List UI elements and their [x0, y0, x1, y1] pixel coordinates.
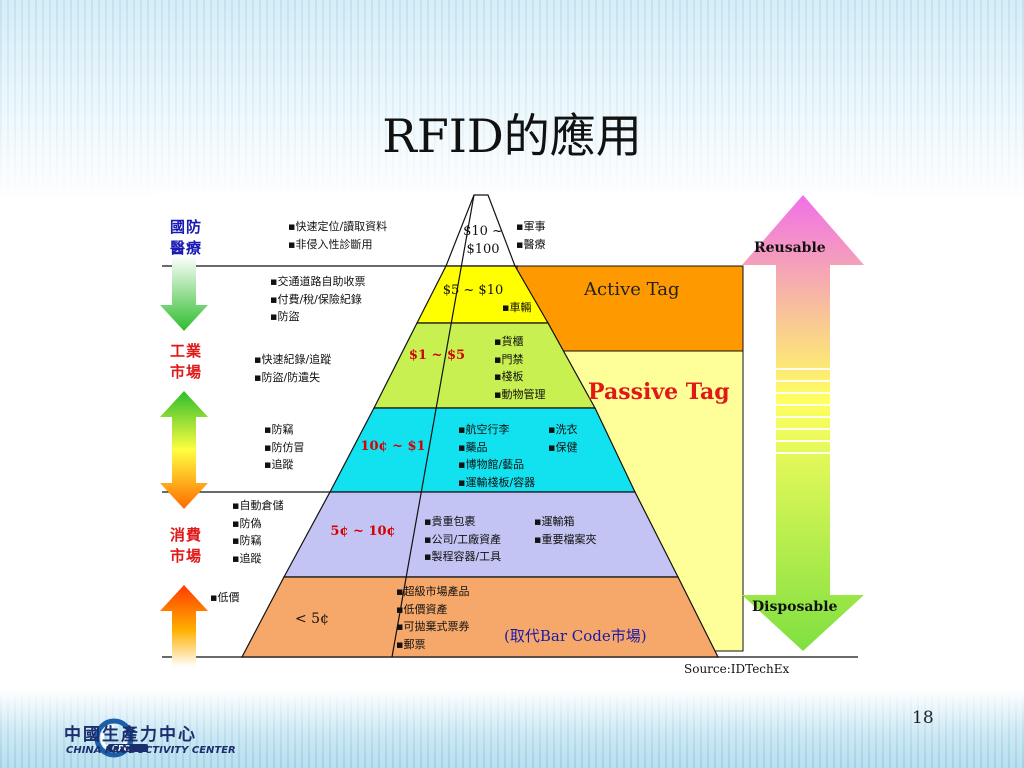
list-item: ▪追蹤 [264, 458, 294, 471]
list-item: ▪運輸箱 [534, 515, 575, 528]
list-item: ▪製程容器/工具 [424, 550, 502, 563]
side-label-consumer-market: 消費 市場 [170, 526, 203, 565]
arrow-down-green [160, 256, 208, 331]
passive-tag-label: Passive Tag [588, 379, 730, 405]
list-item: ▪藥品 [458, 440, 488, 454]
list-item: ▪交通道路自助收票 [270, 275, 366, 288]
list-item: ▪航空行李 [458, 423, 510, 436]
level-4-right-list: ▪航空行李 ▪藥品 ▪博物館/藝品 ▪運輸棧板/容器 [458, 421, 535, 491]
level-3-right-list: ▪貨櫃 ▪門禁 ▪棧板 ▪動物管理 [494, 333, 545, 403]
list-item: ▪動物管理 [494, 387, 546, 401]
diagram-graphics [160, 194, 864, 667]
list-item: ▪低價資產 [396, 602, 448, 616]
list-item: ▪追蹤 [232, 551, 262, 565]
logo-chinese-text: 中國生產力中心 [64, 725, 197, 745]
disposable-label: Disposable [752, 599, 838, 615]
list-item: ▪重要檔案夾 [534, 532, 597, 546]
level-3-price: $1 ~ $5 [408, 348, 466, 363]
list-item: ▪低價 [210, 591, 240, 604]
svg-text:CPC: CPC [112, 744, 130, 753]
cpc-logo-icon: CPC [94, 718, 148, 758]
list-item: ▪貴重包裹 [424, 515, 476, 528]
list-item: ▪防竊 [264, 423, 294, 436]
list-item: ▪付費/稅/保險紀錄 [270, 292, 362, 306]
level-1-left-list: ▪快速定位/讀取資料 ▪非侵入性診斷用 [288, 218, 387, 253]
level-6-left-list: ▪低價 [210, 589, 239, 607]
list-item: ▪軍事 [516, 220, 546, 233]
rfid-pyramid-diagram: 國防 醫療 工業 市場 消費 市場 ▪快速定位/讀取資料 ▪非侵入性診斷用 $1… [158, 193, 866, 685]
level-5-left-list: ▪自動倉儲 ▪防偽 ▪防竊 ▪追蹤 [232, 497, 283, 567]
side-label-defense-medical: 國防 醫療 [170, 218, 203, 257]
list-item: ▪快速定位/讀取資料 [288, 220, 388, 233]
list-item: ▪洗衣 [548, 423, 578, 436]
list-item: ▪超級市場產品 [396, 585, 470, 598]
list-item: ▪自動倉儲 [232, 499, 284, 512]
list-item: ▪保健 [548, 440, 578, 454]
list-item: ▪醫療 [516, 237, 546, 251]
logo-english-text: CHINA PRODUCTIVITY CENTER [66, 745, 236, 756]
list-item: ▪貨櫃 [494, 335, 524, 348]
list-item: ▪門禁 [494, 352, 524, 366]
list-item: ▪可拋棄式票券 [396, 620, 470, 633]
list-item: ▪博物館/藝品 [458, 458, 525, 471]
list-item: ▪防竊 [232, 534, 262, 547]
slide-title: RFID的應用 [382, 109, 642, 163]
list-item: ▪防偽 [232, 516, 262, 530]
level-4-price: 10¢ ~ $1 [360, 439, 426, 454]
level-2-left-list: ▪交通道路自助收票 ▪付費/稅/保險紀錄 ▪防盜 [270, 273, 365, 326]
list-item: ▪棧板 [494, 370, 524, 383]
level-2-price: $5 ~ $10 [442, 283, 504, 298]
side-label-industrial-market: 工業 市場 [170, 342, 203, 381]
level-5-right-list: ▪貴重包裹 ▪公司/工廠資產 ▪製程容器/工具 [424, 513, 501, 566]
list-item: ▪非侵入性診斷用 [288, 237, 373, 251]
level-6-price: < 5¢ [295, 611, 329, 627]
list-item: ▪車輛 [502, 301, 532, 314]
list-item: ▪快速紀錄/追蹤 [254, 353, 332, 366]
level-4-right-list-2: ▪洗衣 ▪保健 [548, 421, 577, 456]
list-item: ▪運輸棧板/容器 [458, 475, 536, 489]
level-2-right-list: ▪車輛 [502, 299, 531, 317]
list-item: ▪防仿冒 [264, 440, 305, 454]
page-number: 18 [912, 708, 934, 728]
level-3-left-list: ▪快速紀錄/追蹤 ▪防盜/防遺失 [254, 351, 331, 386]
list-item: ▪郵票 [396, 637, 426, 651]
reusable-disposable-arrow [742, 195, 864, 651]
list-item: ▪防盜/防遺失 [254, 370, 321, 384]
level-6-right-list: ▪超級市場產品 ▪低價資產 ▪可拋棄式票券 ▪郵票 [396, 583, 469, 653]
pyramid-level-6 [241, 576, 719, 658]
reusable-label: Reusable [754, 240, 826, 256]
level-5-right-list-2: ▪運輸箱 ▪重要檔案夾 [534, 513, 596, 548]
arrow-up-orange [160, 585, 208, 667]
active-tag-label: Active Tag [584, 279, 680, 300]
level-1-right-list: ▪軍事 ▪醫療 [516, 218, 545, 253]
barcode-note: (取代Bar Code市場) [504, 627, 647, 645]
arrow-mid-gradient [160, 391, 208, 509]
pyramid-inner-divider [391, 194, 475, 658]
list-item: ▪防盜 [270, 310, 300, 323]
footer-background [0, 690, 1024, 768]
level-1-price: $10 ~ $100 [463, 224, 503, 257]
header-background [0, 0, 1024, 200]
level-4-left-list: ▪防竊 ▪防仿冒 ▪追蹤 [264, 421, 304, 474]
level-5-price: 5¢ ~ 10¢ [330, 524, 396, 539]
source-note: Source:IDTechEx [684, 662, 790, 676]
list-item: ▪公司/工廠資產 [424, 532, 502, 546]
arrow-stripes [776, 368, 830, 454]
